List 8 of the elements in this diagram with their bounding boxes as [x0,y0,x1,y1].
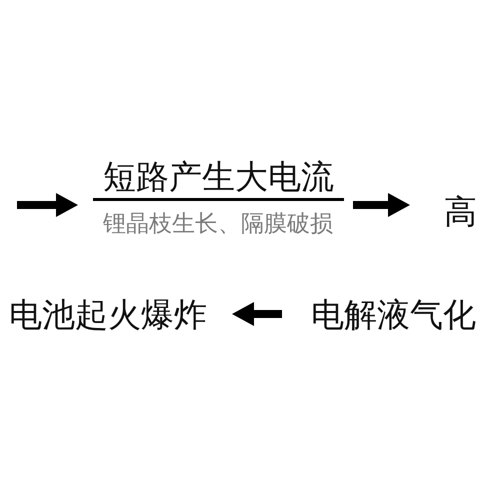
arrow [17,193,78,217]
step-text: 高 [444,193,477,231]
step-text: 电池起火爆炸 [9,296,207,334]
heading-text: 短路产生大电流 [93,158,344,201]
arrow [353,193,410,217]
subtitle-text: 锂晶枝生长、隔膜破损 [102,210,334,238]
step-text: 电解液气化 [311,296,476,334]
arrow [232,302,282,326]
